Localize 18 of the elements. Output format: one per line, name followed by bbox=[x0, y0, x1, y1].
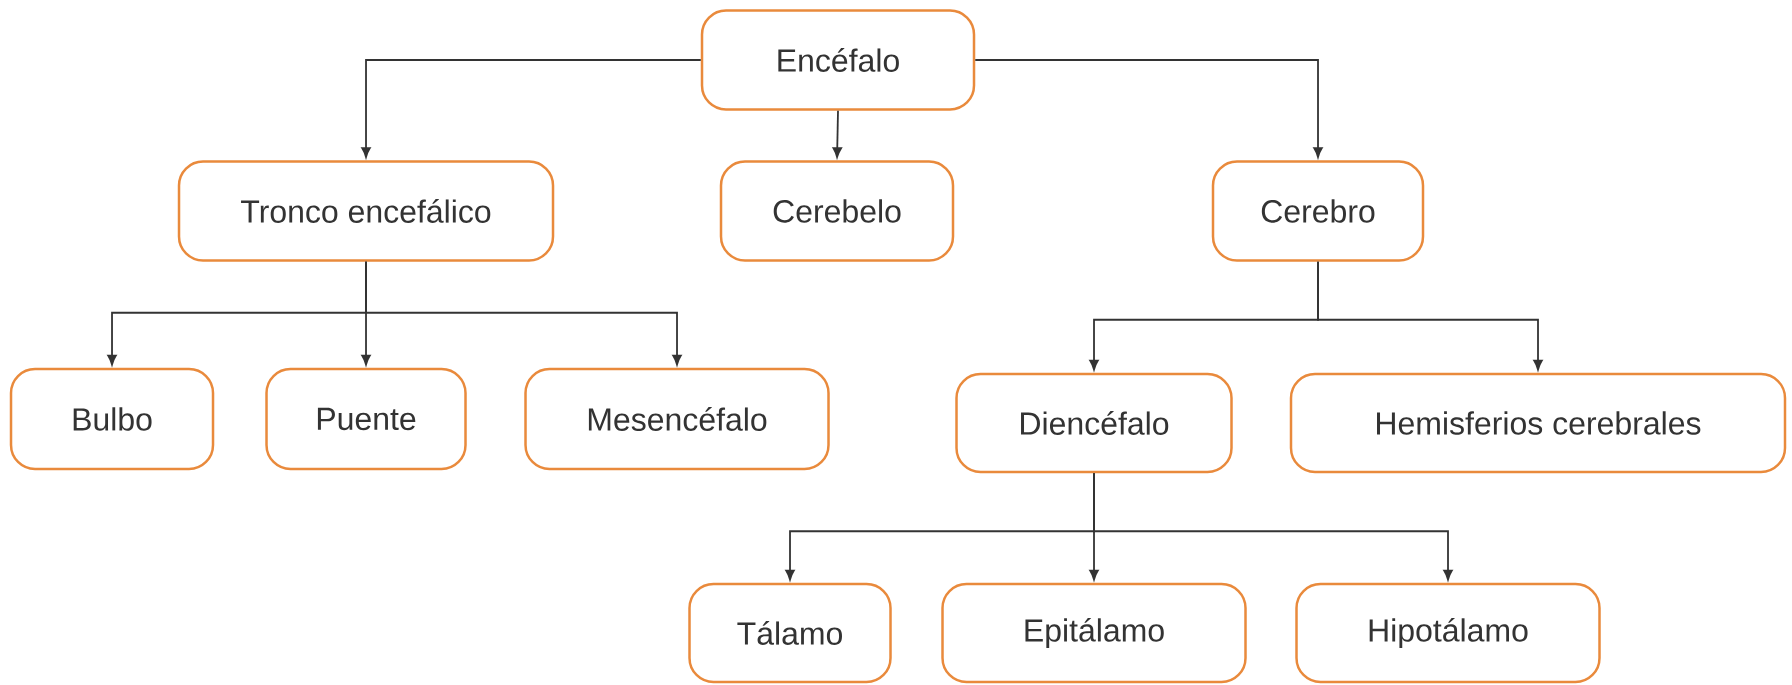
connector-arrow bbox=[974, 59, 1323, 158]
connector-arrow bbox=[365, 260, 682, 366]
concept-box: Mesencéfalo bbox=[524, 367, 830, 471]
concept-box: Hipotálamo bbox=[1295, 582, 1601, 684]
concept-box: Tronco encefálico bbox=[177, 160, 555, 262]
concept-box: Encéfalo bbox=[700, 9, 976, 111]
concept-box: Tálamo bbox=[688, 582, 892, 684]
concept-box: Hemisferios cerebrales bbox=[1289, 372, 1787, 474]
connector-arrow bbox=[832, 109, 842, 158]
concept-box: Epitálamo bbox=[941, 582, 1247, 684]
concept-box: Diencéfalo bbox=[955, 372, 1233, 474]
connector-arrow bbox=[1317, 260, 1543, 371]
concept-box: Cerebelo bbox=[719, 160, 955, 262]
connector-arrow bbox=[361, 59, 702, 158]
concept-box: Bulbo bbox=[9, 367, 215, 471]
concept-box: Cerebro bbox=[1211, 160, 1425, 262]
connector-arrow bbox=[1093, 472, 1453, 581]
concept-box: Puente bbox=[265, 367, 467, 471]
